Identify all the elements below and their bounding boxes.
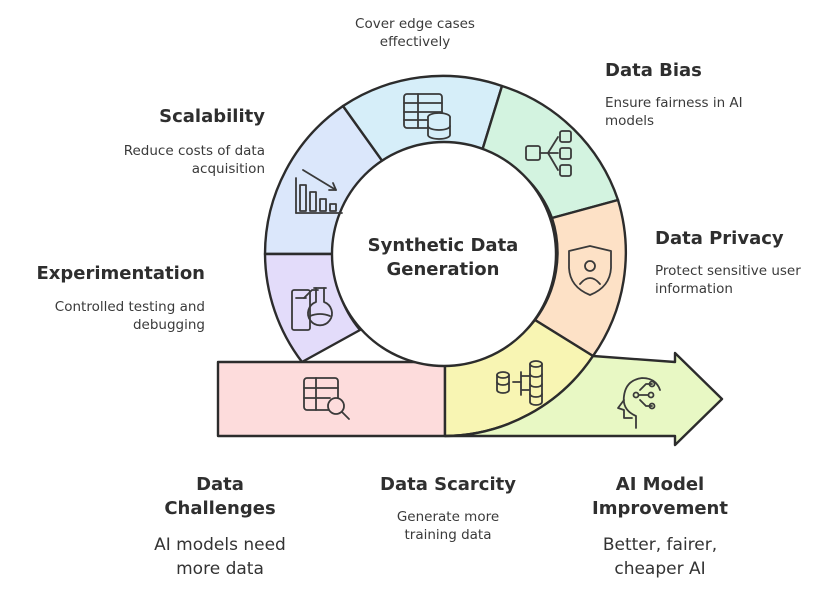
experimentation-description: Controlled testing and debugging (54, 299, 205, 333)
data-scarcity-description: Generate more training data (396, 509, 500, 543)
data-challenges-description: AI models need more data (154, 535, 286, 579)
ai-model-improvement-description: Better, fairer, cheaper AI (602, 535, 718, 579)
scalability-description: Reduce costs of data acquisition (123, 143, 265, 177)
table-search-icon (303, 377, 350, 420)
ai-model-improvement-title: AI Model Improvement (592, 474, 728, 519)
center-circle (330, 140, 558, 368)
shield-user-icon (568, 245, 612, 296)
edge-cases-description: Cover edge cases effectively (355, 16, 475, 50)
database-table-icon (403, 93, 451, 140)
data-challenges-title: Data Challenges (164, 474, 276, 519)
declining-bar-chart-icon (295, 169, 343, 214)
data-privacy-description: Protect sensitive user information (655, 263, 801, 297)
center-label-line1: Synthetic Data (367, 235, 519, 256)
arrow-ai-model-improvement (443, 351, 724, 447)
scalability-title: Scalability (159, 106, 265, 127)
data-scarcity-title: Data Scarcity (380, 474, 516, 495)
branching-nodes-icon (525, 130, 572, 177)
data-bias-title: Data Bias (605, 60, 702, 81)
data-privacy-title: Data Privacy (655, 228, 784, 249)
ai-head-icon (617, 377, 661, 429)
center-label-line2: Generation (386, 259, 500, 280)
lab-flask-icon (291, 287, 333, 331)
center-label: Synthetic Data Generation (350, 234, 536, 282)
data-bias-description: Ensure fairness in AI models (605, 95, 743, 129)
experimentation-title: Experimentation (36, 263, 205, 284)
data-flow-icon (496, 360, 543, 406)
